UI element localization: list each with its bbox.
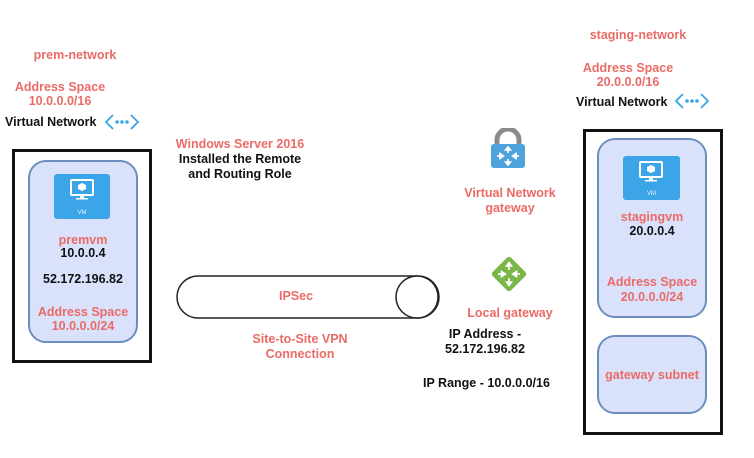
windows-server-line1: Installed the Remote [178,152,302,166]
gateway-subnet [597,335,707,414]
stagingvm-name: stagingvm [620,210,684,224]
monitor-icon [639,161,663,182]
virtual-network-icon [104,114,140,130]
staging-vnet-label: Virtual Network [576,95,668,109]
staging-subnet-value: 20.0.0.0/24 [620,290,684,304]
staging-address-space-label: Address Space [582,61,674,75]
premvm-public-ip: 52.172.196.82 [43,272,123,286]
monitor-icon [70,179,94,200]
prem-vnet-label: Virtual Network [5,115,97,129]
windows-server-line2: and Routing Role [188,167,292,181]
staging-network-title: staging-network [589,28,687,42]
local-gateway-ip-label: IP Address - [448,327,522,341]
premvm-icon: VM [54,174,110,219]
vpn-caption-line1: Site-to-Site VPN [252,332,348,346]
prem-address-space-value: 10.0.0.0/16 [28,94,92,108]
ipsec-label: IPSec [278,289,314,303]
local-gateway-icon [491,256,527,292]
staging-subnet-label: Address Space [606,275,698,289]
gateway-subnet-label: gateway subnet [605,368,699,382]
staging-address-space-value: 20.0.0.0/16 [596,75,660,89]
vnet-gateway-lock-icon [491,128,525,168]
prem-address-space-label: Address Space [14,80,106,94]
local-gateway-label: Local gateway [467,306,553,320]
ipsec-tunnel [176,275,440,319]
premvm-private-ip: 10.0.0.4 [60,246,106,260]
windows-server-title: Windows Server 2016 [175,137,305,151]
premvm-name: premvm [58,233,108,247]
prem-subnet-value: 10.0.0.0/24 [51,319,115,333]
vm-icon-label: VM [77,210,87,216]
prem-subnet-label: Address Space [37,305,129,319]
vm-icon-label: VM [647,191,656,197]
virtual-network-icon [674,93,710,109]
vnet-gateway-label-line2: gateway [485,201,535,215]
stagingvm-private-ip: 20.0.0.4 [629,224,675,238]
local-gateway-ip-range: IP Range - 10.0.0.0/16 [423,376,550,390]
local-gateway-ip-value: 52.172.196.82 [445,342,525,356]
vnet-gateway-label-line1: Virtual Network [464,186,556,200]
staging-vm-subnet [597,138,707,318]
prem-network-title: prem-network [33,48,117,62]
vpn-caption-line2: Connection [265,347,335,361]
stagingvm-icon: VM [623,156,680,200]
